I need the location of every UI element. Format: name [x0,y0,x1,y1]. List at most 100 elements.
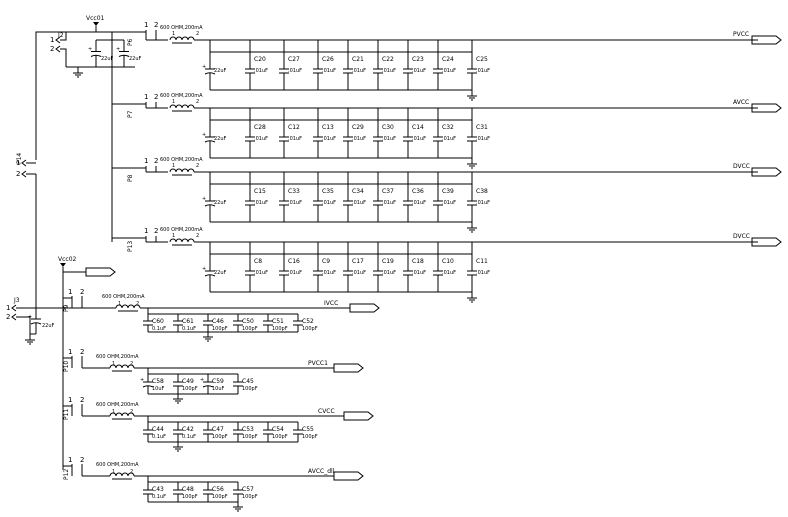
connector-label-p6: P6 [127,38,134,46]
net-label-avcc_dll: AVCC_dll [308,468,335,475]
ground-icon [173,398,183,404]
bead-value: 600 OHM,200mA [96,462,139,468]
ferrite-bead-icon [109,412,135,417]
capacitor-value: .01uF [382,68,396,74]
capacitor-ref: C50 [242,318,254,325]
net-label-pvcc1: PVCC1 [308,360,328,367]
capacitor-ref: C33 [288,188,300,195]
capacitor-value: .01uF [254,136,268,142]
ground-icon [73,72,83,78]
polarity-mark: + [28,314,32,320]
capacitor-ref: C45 [242,378,254,385]
capacitor-value: .01uF [352,136,366,142]
bead-pin: 2 [130,361,133,367]
connector-pin-mark [55,45,61,53]
net-port-avcc_dll [333,471,364,481]
connector-pin-number: 1 [6,304,10,312]
capacitor-ref: C22 [382,56,394,63]
connector-label-p12: P12 [63,469,70,480]
capacitor-value: .01uF [412,200,426,206]
polarity-mark: + [202,196,206,202]
polarity-mark: + [202,266,206,272]
capacitor-ref: C8 [254,258,262,265]
capacitor-ref: C27 [288,56,300,63]
capacitor-value: 22uF [214,270,227,276]
capacitor-ref: C35 [322,188,334,195]
capacitor-ref: C31 [476,124,488,131]
wire [60,48,67,67]
ferrite-bead-icon [109,472,135,477]
wire [16,174,37,309]
polarity-mark: + [202,64,206,70]
capacitor-ref: C28 [254,124,266,131]
capacitor-ref: C11 [476,258,488,265]
capacitor-value: .01uF [352,68,366,74]
capacitor-ref: C42 [182,426,194,433]
capacitor-ref: C13 [322,124,334,131]
net-label-pvcc: PVCC [733,31,749,38]
capacitor-value: 0.1uF [152,326,166,332]
bead-value: 600 OHM,200mA [160,157,203,163]
connector-pin-mark [11,313,17,321]
capacitor-ref: C12 [288,124,300,131]
capacitor-value: 0.1uF [182,434,196,440]
bead-pin: 1 [112,361,115,367]
capacitor-value: 100pF [212,434,228,440]
connector-label-p14: P14 [16,153,23,164]
capacitor-ref: C47 [212,426,224,433]
capacitor-value: .01uF [352,200,366,206]
capacitor-ref: C58 [152,378,164,385]
net-label-dvcc: DVCC [733,163,750,170]
capacitor-ref: C29 [352,124,364,131]
capacitor-ref: C51 [272,318,284,325]
net-port-dvcc [751,237,782,247]
capacitor-value: 10uF [152,386,165,392]
capacitor-ref: C25 [476,56,488,63]
connector-pin-number: 1 [16,159,20,167]
connector-pin-number: 2 [80,396,84,404]
connector-label-p8: P8 [127,174,134,182]
bead-pin: 1 [172,163,175,169]
net-port-dvcc [751,167,782,177]
capacitor-value: 0.1uF [182,326,196,332]
connector-pin-mark [11,304,17,312]
net-port-avcc [751,103,782,113]
capacitor-value: .01uF [412,68,426,74]
bead-value: 600 OHM,200mA [96,354,139,360]
polarity-mark: + [200,377,204,383]
capacitor-value: .01uF [476,68,490,74]
bead-pin: 1 [172,31,175,37]
bead-value: 600 OHM,200mA [96,402,139,408]
capacitor-ref: C17 [352,258,364,265]
connector-pin-number: 1 [144,227,148,235]
connector-label-j2: J2 [57,32,64,39]
bead-pin: 1 [112,409,115,415]
capacitor-value: .01uF [322,68,336,74]
capacitor-value: .01uF [288,68,302,74]
capacitor-value: .01uF [412,270,426,276]
capacitor-ref: C52 [302,318,314,325]
net-label-ivcc: IVCC [324,300,338,307]
polarity-mark: + [202,132,206,138]
capacitor-value: .01uF [322,136,336,142]
capacitor-ref: C54 [272,426,284,433]
capacitor-value: 22uF [214,200,227,206]
capacitor-ref: C38 [476,188,488,195]
capacitor-ref: C15 [254,188,266,195]
capacitor-ref: C10 [442,258,454,265]
capacitor-value: 0.1uF [152,494,166,500]
capacitor-value: 100pF [242,494,258,500]
vcc01-label: Vcc01 [86,15,105,22]
connector-pin-number: 1 [68,396,72,404]
polarity-mark: + [116,47,120,53]
capacitor-ref: C57 [242,486,254,493]
connector-pin-mark [21,159,27,167]
bead-value: 600 OHM,200mA [160,227,203,233]
connector-label-p11: P11 [63,409,70,420]
capacitor-value: .01uF [382,200,396,206]
connector-pin-number: 1 [68,456,72,464]
capacitor-ref: C43 [152,486,164,493]
capacitor-value: 100pF [242,326,258,332]
polarity-mark: + [88,47,92,53]
